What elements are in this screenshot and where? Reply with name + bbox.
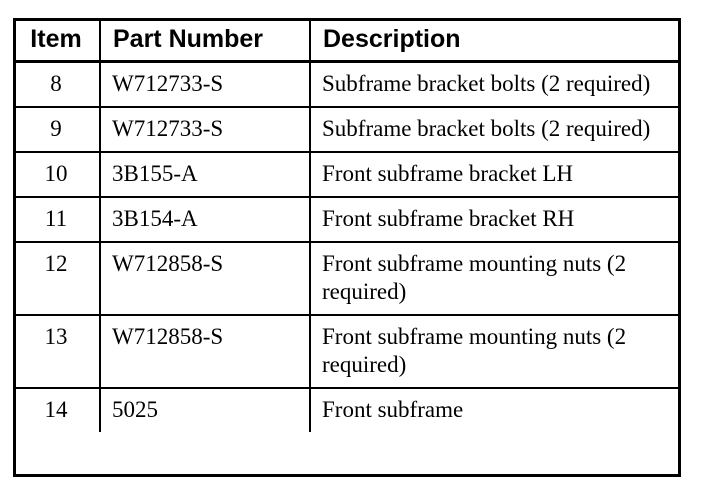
cell-description: Front subframe bracket RH (310, 197, 681, 243)
cell-part-number: 3B155-A (100, 152, 311, 198)
cell-item: 11 (13, 197, 101, 243)
cell-description: Subframe bracket bolts (2 required) (310, 61, 681, 108)
cell-description: Subframe bracket bolts (2 required) (310, 107, 681, 153)
column-header-description: Description (310, 18, 681, 63)
cell-part-number: W712733-S (100, 107, 311, 153)
cell-description: Front subframe mounting nuts (2 required… (310, 315, 681, 389)
table-header-row: Item Part Number Description (13, 18, 681, 63)
cell-item: 10 (13, 152, 101, 198)
cell-description: Front subframe mounting nuts (2 required… (310, 242, 681, 316)
cell-item: 8 (13, 61, 101, 108)
table-body: 8 W712733-S Subframe bracket bolts (2 re… (13, 61, 681, 432)
table-row: 9 W712733-S Subframe bracket bolts (2 re… (13, 107, 681, 153)
cell-item: 12 (13, 242, 101, 316)
table-row: 10 3B155-A Front subframe bracket LH (13, 152, 681, 198)
table-header: Item Part Number Description (13, 18, 681, 63)
cell-description: Front subframe (310, 388, 681, 432)
cell-item: 9 (13, 107, 101, 153)
cell-part-number: W712858-S (100, 315, 311, 389)
table-row: 12 W712858-S Front subframe mounting nut… (13, 242, 681, 316)
table-row: 14 5025 Front subframe (13, 388, 681, 432)
table-row: 8 W712733-S Subframe bracket bolts (2 re… (13, 61, 681, 108)
column-header-item: Item (13, 18, 101, 63)
table-row: 13 W712858-S Front subframe mounting nut… (13, 315, 681, 389)
parts-table: Item Part Number Description 8 W712733-S… (13, 18, 681, 432)
cell-description: Front subframe bracket LH (310, 152, 681, 198)
table-row: 11 3B154-A Front subframe bracket RH (13, 197, 681, 243)
cell-part-number: W712733-S (100, 61, 311, 108)
cell-part-number: W712858-S (100, 242, 311, 316)
cell-item: 13 (13, 315, 101, 389)
cell-item: 14 (13, 388, 101, 432)
cell-part-number: 3B154-A (100, 197, 311, 243)
cell-part-number: 5025 (100, 388, 311, 432)
column-header-part-number: Part Number (100, 18, 311, 63)
